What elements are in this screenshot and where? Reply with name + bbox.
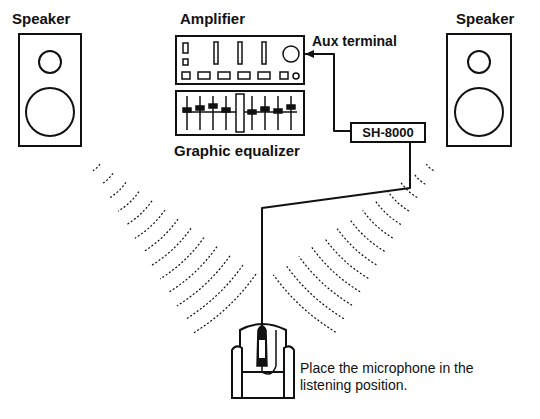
sound-wave [337,229,376,265]
speaker-box: Speaker [18,33,82,147]
instruction-note: Place the microphone in the listening po… [300,360,525,394]
sound-wave [312,247,360,292]
sound-wave [375,201,401,224]
part-name: Speaker [456,10,514,27]
microphone [257,326,276,374]
sound-wave [185,265,243,319]
sound-wave [426,164,433,171]
microphone-cable [262,143,410,326]
sound-wave [135,210,165,238]
equalizer-sliders [183,94,297,132]
sound-wave [194,274,256,333]
terminal-label: Aux terminal [311,33,398,49]
sound-wave [177,256,230,306]
armchair [232,324,294,398]
sound-wave [299,256,352,305]
sound-wave [414,173,426,184]
sound-wave [273,275,335,332]
sound-wave [118,192,139,212]
sound-waves [93,164,434,333]
sound-wave [93,164,100,171]
amplifier-panel [182,42,299,79]
box-text: SH-8000 [362,124,413,141]
sound-wave [101,173,113,184]
sound-wave [350,220,385,252]
sh8000-box: SH-8000 [350,122,426,143]
part-name: Amplifier [180,10,245,27]
part-name: Graphic equalizer [174,142,300,159]
sound-wave [143,219,178,252]
sound-wave [160,238,204,279]
listening-position: Place the microphone in the listening po… [232,322,294,402]
sound-wave [388,192,409,211]
sound-wave [286,266,344,319]
sound-wave [324,238,368,278]
sound-wave [127,201,153,225]
speaker-box: Speaker [446,33,512,147]
equalizer-box: Graphic equalizer [175,90,305,136]
sound-wave [110,182,126,197]
amplifier-box: Amplifier [175,35,305,85]
part-name: Speaker [12,10,70,27]
sound-wave [169,247,217,293]
sound-wave [363,210,393,238]
signal-arrow [305,50,350,131]
